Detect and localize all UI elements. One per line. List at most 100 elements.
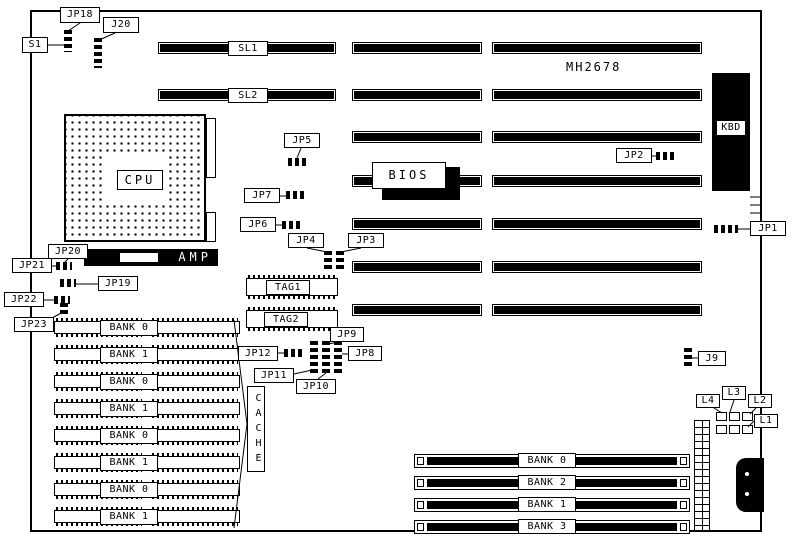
pin-header [694,420,710,532]
bank-label: BANK 0 [100,482,158,498]
memory-row: BANK 1 [54,451,240,475]
dip-chip [150,399,240,418]
jp6-label: JP6 [240,217,276,232]
l1-label: L1 [754,414,778,428]
dip-chip [150,507,240,526]
jp3-label: JP3 [348,233,384,248]
jp3-jumper [336,251,344,271]
l4-label: L4 [696,394,720,408]
keyboard-din-connector [736,458,764,512]
tag2-label: TAG2 [264,312,308,327]
jp12-jumper [284,349,302,357]
simm-bank-label: BANK 3 [518,519,576,534]
inductor-component [716,425,727,434]
amp-window [120,253,158,262]
jp21-label: JP21 [12,258,52,273]
jp1-jumper [714,225,738,233]
jp11-label: JP11 [254,368,294,383]
jp23-jumper [60,303,68,317]
bios-label: BIOS [372,162,446,189]
simm-bank-label: BANK 0 [518,453,576,468]
l3-label: L3 [722,386,746,400]
expansion-slot [352,42,482,54]
dip-chip [150,426,240,445]
jp7-jumper [286,191,304,199]
simm-end [417,479,424,487]
bank-label: BANK 1 [100,401,158,417]
jp8-jumper [334,341,342,373]
simm-end [680,523,687,531]
j20-label: J20 [103,17,139,33]
expansion-slot [492,89,702,101]
bank-label: BANK 1 [100,347,158,363]
jp22-jumper [54,296,70,304]
simm-end [417,523,424,531]
tag1-label: TAG1 [266,280,310,295]
expansion-slot [352,131,482,143]
inductor-component [729,412,740,421]
expansion-slot [352,218,482,230]
amp-bar: AMP [84,249,218,266]
inductor-component [742,412,753,421]
jp12-label: JP12 [238,346,278,361]
expansion-slot [492,218,702,230]
simm-end [417,501,424,509]
memory-row: BANK 1 [54,505,240,529]
memory-row: BANK 1 [54,343,240,367]
jp6-jumper [282,221,300,229]
j9-label: J9 [698,351,726,366]
expansion-slot [492,131,702,143]
expansion-slot [492,175,702,187]
dip-chip [150,453,240,472]
inductor-component [742,425,753,434]
part-number: MH2678 [566,60,622,74]
jp9-label: JP9 [330,327,364,342]
simm-end [680,501,687,509]
inductor-component [729,425,740,434]
cpu-label: CPU [117,170,163,190]
dip-chip [150,318,240,337]
j9-jumper [684,348,692,368]
jp5-label: JP5 [284,133,320,148]
bank-label: BANK 1 [100,455,158,471]
bank-label: BANK 0 [100,428,158,444]
jp2-jumper [656,152,674,160]
cache-label: CACHE [247,386,265,472]
cpu-side-chip [206,212,216,242]
jp19-label: JP19 [98,276,138,291]
j20-jumper [94,38,102,68]
kbd-label: KBD [716,120,746,136]
memory-row: BANK 0 [54,424,240,448]
jp7-label: JP7 [244,188,280,203]
expansion-slot [492,304,702,316]
expansion-slot [492,261,702,273]
jp22-label: JP22 [4,292,44,307]
jp19-jumper [60,279,76,287]
bank-label: BANK 1 [100,509,158,525]
dip-chip [150,372,240,391]
jp1-label: JP1 [750,221,786,236]
jp4-jumper [324,251,332,271]
cpu-side-chip [206,118,216,178]
expansion-slot [492,42,702,54]
jp11-jumper [310,341,318,373]
expansion-slot [352,89,482,101]
jp5-jumper [288,158,306,166]
jp18-jumper [64,30,72,52]
simm-end [680,479,687,487]
jp18-label: JP18 [60,7,100,23]
jp20-jp21-jumper [56,262,72,270]
memory-row: BANK 0 [54,316,240,340]
simm-bank-label: BANK 1 [518,497,576,512]
s1-label: S1 [22,37,48,53]
dip-chip [150,345,240,364]
jp10-label: JP10 [296,379,336,394]
sl1-label: SL1 [228,41,268,56]
memory-row: BANK 1 [54,397,240,421]
jp2-label: JP2 [616,148,652,163]
jp9-jp10-jumper [322,341,330,373]
memory-row: BANK 0 [54,370,240,394]
jp23-label: JP23 [14,317,54,332]
jp20-label: JP20 [48,244,88,259]
